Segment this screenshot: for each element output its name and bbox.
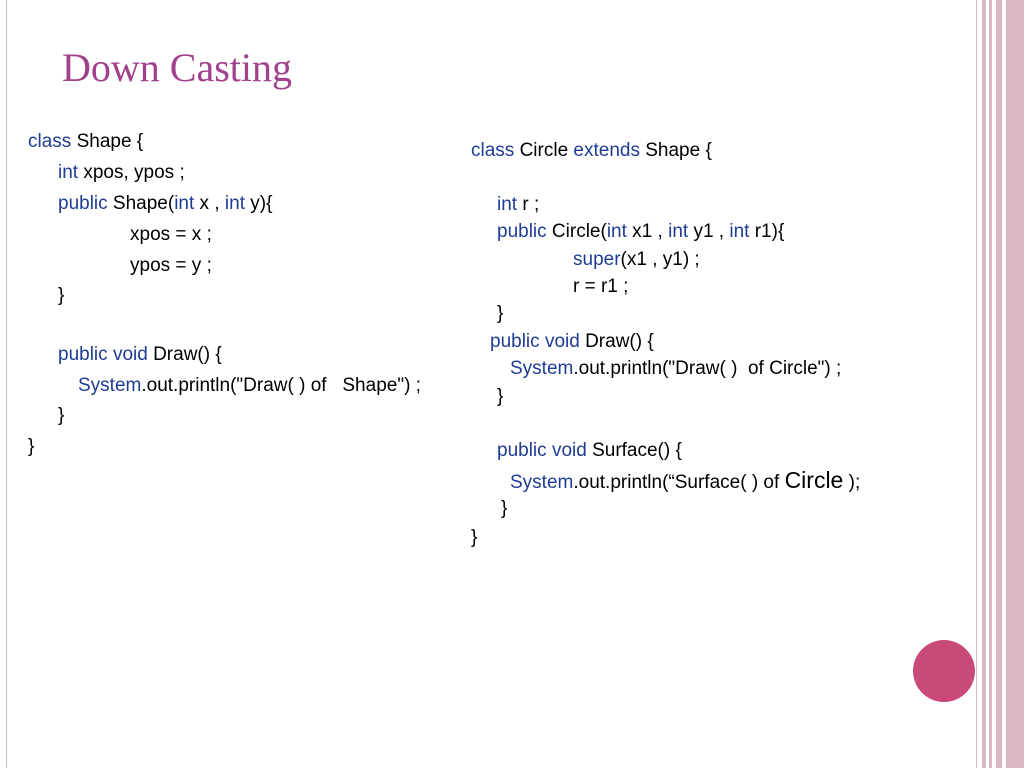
keyword: class bbox=[471, 140, 515, 161]
code-line: int xpos, ypos ; bbox=[58, 162, 185, 184]
code-text: x1 , bbox=[626, 221, 669, 242]
decor-stripe bbox=[982, 0, 986, 768]
code-line: System.out.println(“Surface( ) of Circle… bbox=[510, 469, 860, 494]
code-text: Shape { bbox=[71, 131, 144, 152]
code-text: r1){ bbox=[749, 221, 785, 242]
keyword: public bbox=[497, 221, 547, 242]
code-line: } bbox=[501, 498, 507, 520]
keyword: public bbox=[58, 193, 108, 214]
keyword: super bbox=[573, 249, 621, 270]
code-text: ); bbox=[843, 472, 861, 493]
keyword: int bbox=[58, 162, 79, 183]
slide-frame bbox=[6, 0, 977, 768]
keyword: System bbox=[510, 358, 574, 379]
keyword: public bbox=[58, 344, 108, 365]
code-text: y){ bbox=[244, 193, 273, 214]
code-text: xpos = x ; bbox=[130, 224, 212, 245]
code-text: } bbox=[58, 405, 65, 426]
decor-stripe bbox=[989, 0, 992, 768]
code-line: public Shape(int x , int y){ bbox=[58, 193, 272, 215]
code-text: .out.println("Draw( ) of Circle") ; bbox=[573, 358, 842, 379]
keyword: int bbox=[729, 221, 750, 242]
code-text: y1 , bbox=[688, 221, 730, 242]
code-text-large: Circle bbox=[784, 467, 844, 493]
keyword: System bbox=[78, 375, 142, 396]
decorative-circle bbox=[913, 640, 975, 702]
code-text: } bbox=[497, 386, 504, 407]
code-line: } bbox=[58, 285, 64, 307]
code-text: r ; bbox=[517, 194, 540, 215]
code-text: } bbox=[58, 285, 65, 306]
keyword: int bbox=[224, 193, 245, 214]
code-text: } bbox=[501, 498, 508, 519]
code-line: ypos = y ; bbox=[130, 255, 212, 277]
code-text: Draw() { bbox=[579, 331, 654, 352]
code-line: super(x1 , y1) ; bbox=[573, 249, 700, 271]
code-line: } bbox=[497, 386, 503, 408]
code-text: } bbox=[28, 436, 35, 457]
code-text: ypos = y ; bbox=[130, 255, 212, 276]
code-line: System.out.println("Draw( ) of Circle") … bbox=[510, 358, 841, 380]
code-line: } bbox=[471, 527, 477, 549]
keyword: void bbox=[544, 331, 580, 352]
code-line: public void Draw() { bbox=[58, 344, 222, 366]
code-line: xpos = x ; bbox=[130, 224, 212, 246]
code-text: x , bbox=[194, 193, 225, 214]
code-text: Surface() { bbox=[586, 440, 682, 461]
code-text: Draw() { bbox=[147, 344, 222, 365]
keyword: int bbox=[174, 193, 195, 214]
code-text: Shape( bbox=[107, 193, 175, 214]
code-line: System.out.println("Draw( ) of Shape") ; bbox=[78, 375, 421, 397]
decor-stripe bbox=[996, 0, 1002, 768]
code-text: xpos, ypos ; bbox=[78, 162, 185, 183]
keyword: int bbox=[668, 221, 689, 242]
keyword: void bbox=[112, 344, 148, 365]
code-line: } bbox=[497, 303, 503, 325]
code-text: .out.println("Draw( ) of Shape") ; bbox=[141, 375, 421, 396]
keyword: public bbox=[497, 440, 547, 461]
code-text: (x1 , y1) ; bbox=[620, 249, 700, 270]
code-line: public void Surface() { bbox=[497, 440, 682, 462]
decor-stripe bbox=[1006, 0, 1024, 768]
code-text: } bbox=[471, 527, 478, 548]
keyword: extends bbox=[573, 140, 640, 161]
code-line: class Shape { bbox=[28, 131, 143, 153]
code-line: int r ; bbox=[497, 194, 539, 216]
keyword: System bbox=[510, 472, 574, 493]
code-line: class Circle extends Shape { bbox=[471, 140, 712, 162]
code-line: r = r1 ; bbox=[573, 276, 628, 298]
keyword: int bbox=[497, 194, 518, 215]
code-line: } bbox=[58, 405, 64, 427]
code-text: Circle bbox=[514, 140, 574, 161]
keyword: public bbox=[490, 331, 540, 352]
code-text: r = r1 ; bbox=[573, 276, 629, 297]
code-line: } bbox=[28, 436, 34, 458]
slide-title: Down Casting bbox=[62, 45, 292, 90]
code-text: } bbox=[497, 303, 504, 324]
code-text: Shape { bbox=[639, 140, 712, 161]
code-text: Circle( bbox=[546, 221, 607, 242]
code-line: public Circle(int x1 , int y1 , int r1){ bbox=[497, 221, 784, 243]
keyword: int bbox=[606, 221, 627, 242]
keyword: class bbox=[28, 131, 72, 152]
code-line: public void Draw() { bbox=[490, 331, 654, 353]
keyword: void bbox=[551, 440, 587, 461]
code-text: .out.println(“Surface( ) of bbox=[573, 472, 785, 493]
